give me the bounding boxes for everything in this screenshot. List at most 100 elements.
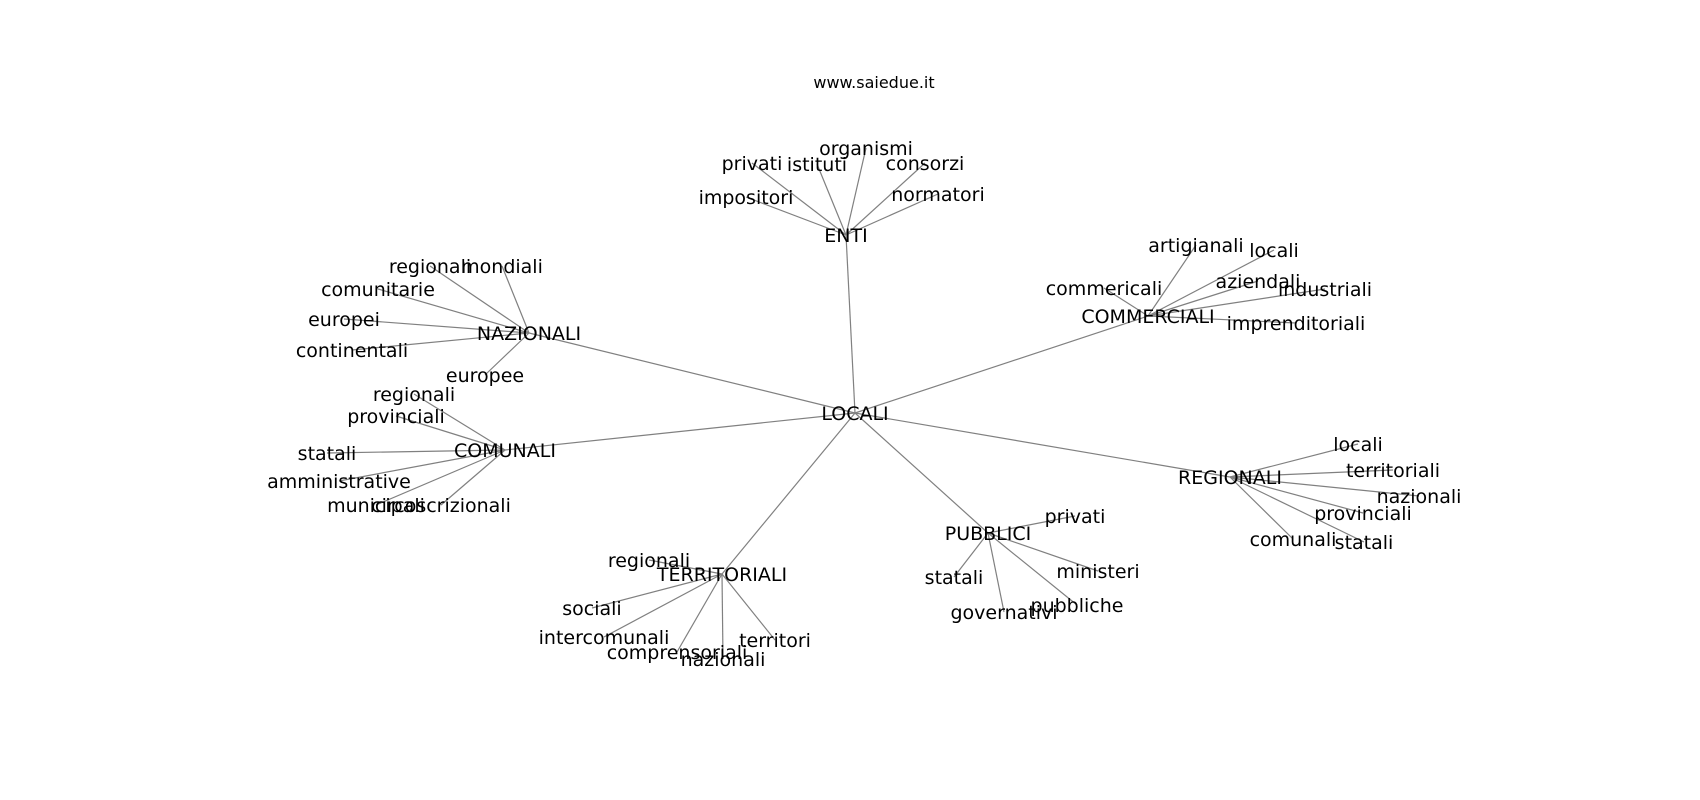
node-leaf-comunali: provinciali	[347, 406, 445, 428]
node-leaf-commerciali: imprenditoriali	[1227, 313, 1366, 335]
node-leaf-enti: privati	[722, 153, 783, 175]
edge-enti-leaf	[751, 162, 847, 236]
node-leaf-commerciali: aziendali	[1216, 271, 1301, 293]
edge-center-regionali	[854, 412, 1231, 478]
node-leaf-territoriali: sociali	[562, 598, 621, 620]
node-leaf-comunali: amministrative	[267, 471, 411, 493]
node-leaf-comunali: municipali	[327, 495, 425, 517]
edge-commerciali-leaf	[1147, 288, 1326, 317]
node-leaf-enti: impositori	[699, 187, 794, 209]
edge-territoriali-leaf	[676, 573, 723, 653]
node-hub-commerciali: COMMERCIALI	[1081, 306, 1214, 328]
edge-regionali-leaf	[1229, 476, 1420, 497]
edge-territoriali-leaf	[648, 559, 723, 575]
edge-comunali-leaf	[375, 449, 506, 506]
node-leaf-comunali: statali	[298, 443, 357, 465]
node-hub-nazionali: NAZIONALI	[477, 323, 581, 345]
node-leaf-regionali: provinciali	[1314, 503, 1412, 525]
node-hub-regionali: REGIONALI	[1178, 467, 1282, 489]
node-leaf-regionali: territoriali	[1346, 460, 1440, 482]
node-leaf-enti: normatori	[891, 184, 984, 206]
diagram-title: www.saiedue.it	[813, 73, 934, 92]
node-leaf-pubblici: privati	[1045, 506, 1106, 528]
edge-pubblici-leaf	[953, 532, 989, 578]
node-leaf-territoriali: intercomunali	[539, 627, 670, 649]
node-leaf-territoriali: territori	[739, 630, 811, 652]
edge-comunali-leaf	[338, 449, 506, 482]
edge-pubblici-leaf	[987, 532, 1078, 606]
node-hub-enti: ENTI	[824, 225, 867, 247]
node-leaf-nazionali: europee	[446, 365, 524, 387]
node-leaf-territoriali: comprensoriali	[607, 642, 748, 664]
edge-center-comunali	[504, 412, 856, 451]
node-leaf-regionali: nazionali	[1377, 486, 1462, 508]
edge-comunali-leaf	[440, 449, 506, 506]
edge-center-commerciali	[854, 315, 1149, 414]
node-hub-territoriali: TERRITORIALI	[656, 564, 787, 586]
node-leaf-pubblici: governativi	[950, 602, 1057, 624]
node-leaf-comunali: regionali	[373, 384, 455, 406]
node-leaf-commerciali: commericali	[1046, 278, 1163, 300]
node-leaf-territoriali: nazionali	[681, 649, 766, 671]
edge-center-enti	[845, 234, 856, 414]
node-leaf-enti: istituti	[787, 154, 847, 176]
edge-enti-leaf	[845, 193, 939, 236]
edge-commerciali-leaf	[1147, 249, 1275, 317]
edge-comunali-leaf	[326, 449, 506, 454]
edge-territoriali-leaf	[721, 573, 776, 641]
node-leaf-pubblici: ministeri	[1056, 561, 1139, 583]
node-leaf-enti: organismi	[819, 138, 913, 160]
node-leaf-pubblici: pubbliche	[1031, 595, 1124, 617]
edge-nazionali-leaf	[351, 332, 530, 351]
edge-regionali-leaf	[1229, 476, 1365, 543]
edge-nazionali-leaf	[501, 265, 530, 334]
labels-layer: www.saiedue.it LOCALI ENTI organismi privat…	[267, 73, 1461, 671]
edge-center-territoriali	[721, 412, 856, 575]
edge-pubblici-leaf	[987, 532, 1005, 613]
edge-enti-leaf	[845, 147, 867, 236]
node-leaf-commerciali: artigianali	[1148, 235, 1243, 257]
edges-layer	[326, 147, 1420, 660]
edge-commerciali-leaf	[1103, 287, 1149, 317]
node-leaf-commerciali: locali	[1249, 240, 1299, 262]
edge-regionali-leaf	[1229, 476, 1364, 514]
edge-nazionali-leaf	[343, 318, 530, 334]
node-leaf-nazionali: comunitarie	[321, 279, 435, 301]
edge-pubblici-leaf	[987, 515, 1076, 534]
node-leaf-pubblici: statali	[925, 567, 984, 589]
edge-comunali-leaf	[395, 415, 506, 451]
edge-pubblici-leaf	[987, 532, 1099, 572]
edge-commerciali-leaf	[1147, 315, 1297, 324]
node-leaf-nazionali: continentali	[296, 340, 408, 362]
edge-nazionali-leaf	[484, 332, 530, 376]
edge-territoriali-leaf	[603, 573, 723, 638]
edge-enti-leaf	[816, 163, 847, 236]
node-leaf-nazionali: europei	[308, 309, 380, 331]
edge-center-pubblici	[854, 412, 989, 534]
edge-enti-leaf	[745, 196, 847, 236]
node-leaf-regionali: locali	[1333, 434, 1383, 456]
edge-comunali-leaf	[413, 393, 506, 451]
edge-territoriali-leaf	[721, 573, 724, 660]
node-center: LOCALI	[821, 403, 888, 425]
edge-commerciali-leaf	[1147, 280, 1259, 317]
edge-nazionali-leaf	[377, 288, 530, 334]
edge-center-nazionali	[528, 332, 856, 414]
node-leaf-territoriali: regionali	[608, 550, 690, 572]
edge-regionali-leaf	[1229, 476, 1294, 540]
edge-territoriali-leaf	[591, 573, 723, 609]
edge-regionali-leaf	[1229, 469, 1394, 478]
node-leaf-nazionali: regionali	[389, 256, 471, 278]
node-leaf-comunali: circoscrizionali	[371, 495, 511, 517]
node-leaf-regionali: comunali	[1250, 529, 1337, 551]
node-leaf-commerciali: industriali	[1278, 279, 1372, 301]
edge-enti-leaf	[845, 162, 926, 236]
edge-nazionali-leaf	[429, 265, 530, 334]
node-leaf-nazionali: mondiali	[461, 256, 543, 278]
edge-commerciali-leaf	[1147, 244, 1197, 317]
node-hub-comunali: COMUNALI	[454, 440, 556, 462]
node-hub-pubblici: PUBBLICI	[945, 523, 1032, 545]
node-leaf-enti: consorzi	[886, 153, 965, 175]
edge-regionali-leaf	[1229, 443, 1359, 478]
